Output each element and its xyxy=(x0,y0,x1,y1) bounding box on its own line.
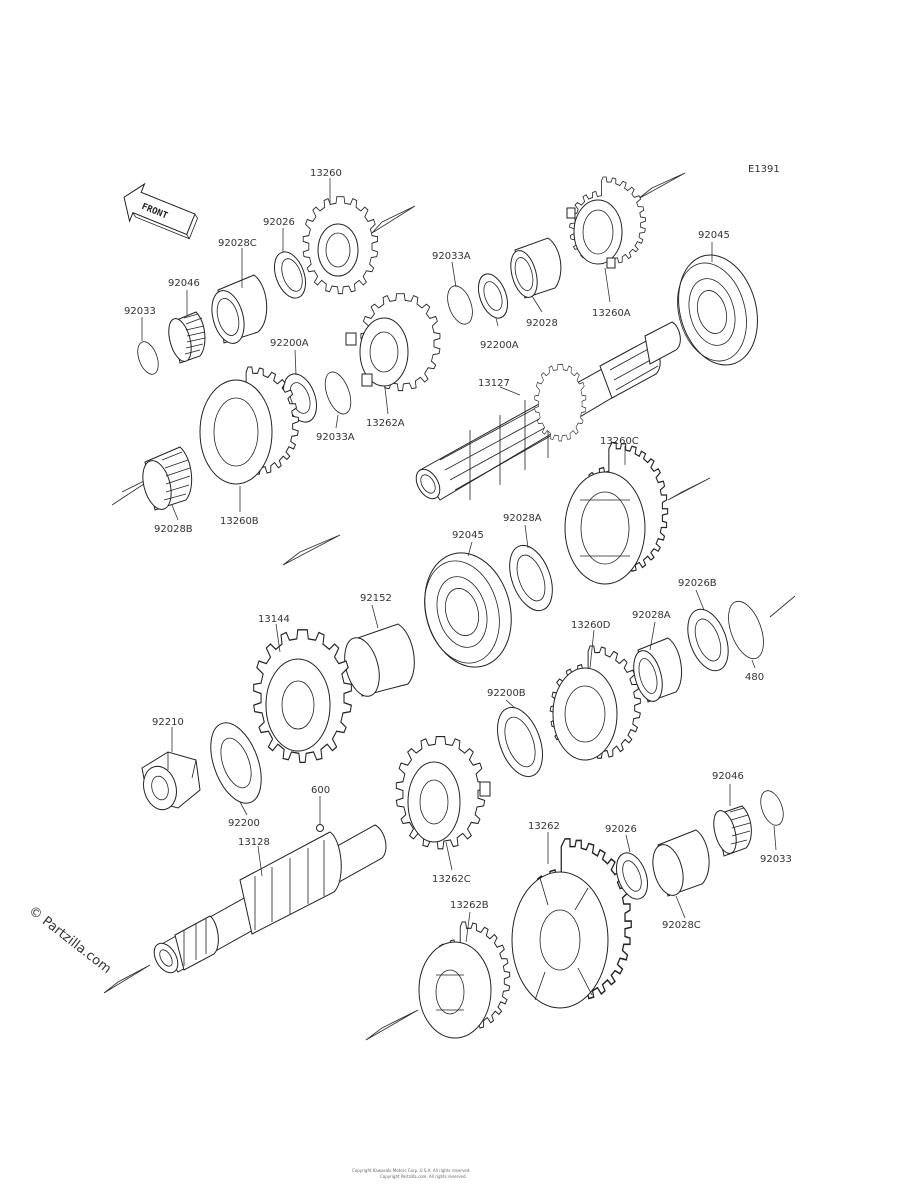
callout-13260a: 13260A xyxy=(592,308,631,319)
gear-13260a xyxy=(566,176,646,269)
callout-13262c: 13262C xyxy=(432,874,471,885)
callout-92210: 92210 xyxy=(152,717,184,728)
shaft-13128 xyxy=(153,824,387,974)
bushing-92028a-2 xyxy=(633,637,682,703)
washer-92026b xyxy=(687,608,729,672)
callout-92033-bot: 92033 xyxy=(760,854,792,865)
gear-13260d xyxy=(549,645,641,761)
ball-600 xyxy=(316,824,324,832)
callout-92045-top: 92045 xyxy=(698,230,730,241)
circlip-92033a-2 xyxy=(324,371,352,415)
callout-92045-mid: 92045 xyxy=(452,530,484,541)
gear-13262c xyxy=(395,736,491,850)
callout-92033-top: 92033 xyxy=(124,306,156,317)
nut-92210 xyxy=(141,751,201,811)
front-arrow-icon: FRONT xyxy=(123,182,198,240)
bushing-92028c-top xyxy=(211,274,268,344)
callout-13127: 13127 xyxy=(478,378,510,389)
callout-13260b: 13260B xyxy=(220,516,259,527)
callout-92026-top: 92026 xyxy=(263,217,295,228)
callout-600: 600 xyxy=(311,785,330,796)
circlip-92033a-1 xyxy=(447,285,473,325)
washer-92028a-1 xyxy=(509,544,553,612)
callout-92200a-3: 92200A xyxy=(270,338,309,349)
callout-92026-bot: 92026 xyxy=(605,824,637,835)
callout-92026b: 92026B xyxy=(678,578,717,589)
callout-13260c: 13260C xyxy=(600,436,639,447)
callout-13262a: 13262A xyxy=(366,418,405,429)
gear-13260 xyxy=(302,196,379,295)
callout-92046-top: 92046 xyxy=(168,278,200,289)
leader-lines xyxy=(141,178,777,943)
callout-92033a-1: 92033A xyxy=(432,251,471,262)
bushing-92028-top xyxy=(510,237,562,299)
needle-bearing-92046-bot xyxy=(713,805,752,857)
callout-13128: 13128 xyxy=(238,837,270,848)
callout-92152: 92152 xyxy=(360,593,392,604)
washer-92026-top xyxy=(273,251,307,299)
callout-13260: 13260 xyxy=(310,168,342,179)
callout-92028b: 92028B xyxy=(154,524,193,535)
callout-92200a-2: 92200A xyxy=(480,340,519,351)
gear-13262 xyxy=(511,838,633,1009)
gear-13260c xyxy=(564,441,669,585)
sprocket-13144 xyxy=(253,629,353,764)
bearing-92045-mid xyxy=(424,552,512,668)
callout-480: 480 xyxy=(745,672,764,683)
callout-13260d: 13260D xyxy=(571,620,611,631)
circlip-92033-top xyxy=(137,341,159,375)
bushing-92028c-bot xyxy=(652,829,710,897)
washer-92200b xyxy=(497,706,543,778)
needle-bearing-92028b xyxy=(142,446,193,511)
collar-92152 xyxy=(344,623,415,697)
washer-92200 xyxy=(210,722,262,804)
copyright-line-2: Copyright Partzilla.com. All rights rese… xyxy=(380,1174,467,1179)
bearing-92045-top xyxy=(677,254,758,366)
washer-92026-bot xyxy=(615,852,649,900)
callout-92028a-2: 92028A xyxy=(632,610,671,621)
callout-92200: 92200 xyxy=(228,818,260,829)
callout-13262b: 13262B xyxy=(450,900,489,911)
needle-bearing-92046-top xyxy=(168,311,206,364)
callout-92200b: 92200B xyxy=(487,688,526,699)
gear-13262b xyxy=(418,921,511,1039)
watermark: © Partzilla.com xyxy=(26,903,114,977)
circlip-480 xyxy=(728,600,764,660)
callout-92046-bot: 92046 xyxy=(712,771,744,782)
shaft-13127 xyxy=(415,321,681,501)
gear-13262a xyxy=(345,293,441,392)
callout-92033a-2: 92033A xyxy=(316,432,355,443)
callout-92028-top: 92028 xyxy=(526,318,558,329)
callout-92028c-bot: 92028C xyxy=(662,920,701,931)
callout-92028a-1: 92028A xyxy=(503,513,542,524)
callout-92028c-top: 92028C xyxy=(218,238,257,249)
gear-13260b xyxy=(199,366,299,485)
circlip-92033-bot xyxy=(760,790,784,826)
washer-92200a-1 xyxy=(477,273,509,319)
callout-13262: 13262 xyxy=(528,821,560,832)
figure-code: E1391 xyxy=(748,164,780,175)
callout-13144: 13144 xyxy=(258,614,290,625)
copyright-line-1: Copyright Kawasaki Motors Corp. U.S.A. A… xyxy=(352,1168,471,1173)
callout-labels: 13260 92026 92028C 92046 92033 92033A 92… xyxy=(124,168,792,931)
